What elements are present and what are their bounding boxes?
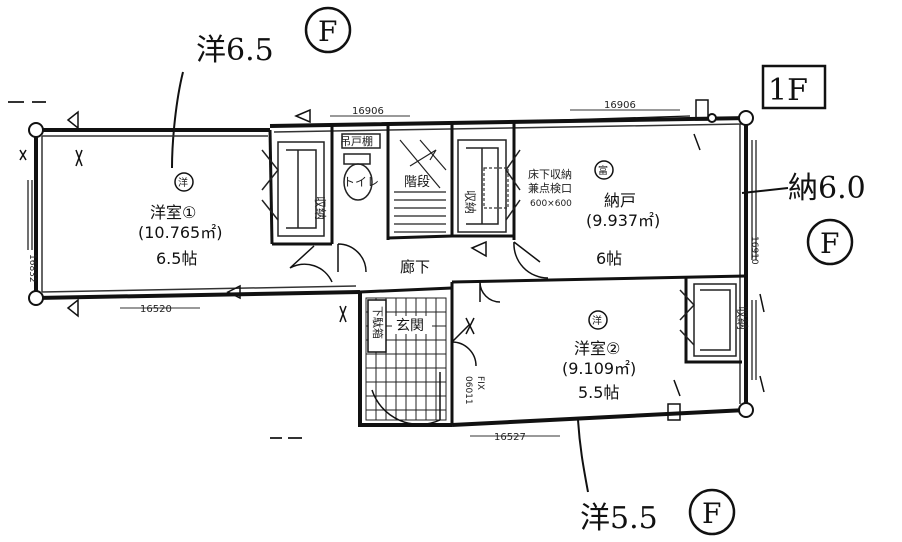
- toilet-fixture: [341, 133, 381, 201]
- toilet-label: トイレ: [343, 175, 379, 189]
- closet-left: [261, 141, 325, 237]
- underfloor-note-1: 床下収納: [528, 167, 572, 181]
- circle-f-mark-right: [806, 218, 854, 266]
- room-western1-area: (10.765㎡): [138, 223, 222, 242]
- annotation-western-6-5: 洋6.5: [196, 33, 274, 68]
- shoe-box: [367, 299, 387, 353]
- room-code-3: 洋: [592, 314, 602, 327]
- closet-right: [457, 139, 521, 233]
- corridor-label: 廊下: [400, 258, 430, 276]
- annotation-leader-bottom: [577, 419, 589, 493]
- circle-f-letter-top: F: [318, 15, 337, 48]
- dash-marks: [8, 101, 302, 439]
- annotation-leader-right: [741, 187, 789, 194]
- closet-label-3: 収納: [735, 306, 749, 330]
- room-code-circle-1: [174, 172, 194, 192]
- room-western1-size: 6.5帖: [156, 249, 197, 268]
- dim-left-side: 16832: [27, 254, 37, 283]
- fix-dim: 06011: [463, 376, 473, 405]
- underfloor-hatch: [483, 167, 509, 209]
- fix-label: FIX: [475, 376, 485, 390]
- room-code-2: 富: [598, 164, 608, 177]
- stairs: [394, 139, 447, 233]
- entrance-label-bg: [392, 316, 432, 334]
- room-code-1: 洋: [178, 176, 188, 189]
- floor-label: 1F: [768, 73, 808, 108]
- annotation-western-5-5: 洋5.5: [580, 501, 658, 536]
- dim-right-side: 16910: [749, 236, 759, 265]
- underfloor-note-2: 兼点検口: [528, 181, 572, 195]
- annotation-storage-6-0: 納6.0: [788, 171, 866, 206]
- closet-label-2: 収納: [463, 190, 477, 214]
- room-code-circle-3: [588, 310, 608, 330]
- room-western1-name: 洋室①: [150, 203, 196, 222]
- dim-bottom-right: 16527: [494, 432, 526, 443]
- room-code-circle-2: [594, 160, 614, 180]
- room-western2-area: (9.109㎡): [562, 359, 636, 378]
- room-storage-area: (9.937㎡): [586, 211, 660, 230]
- corner-columns: [28, 110, 754, 418]
- dimension-lines: [120, 109, 680, 437]
- entrance-label: 玄関: [396, 317, 424, 334]
- circle-f-letter-right: F: [820, 227, 839, 260]
- stairs-label: 階段: [404, 175, 430, 190]
- dim-bottom-left: 16520: [140, 304, 172, 315]
- circle-f-mark-top: [304, 6, 352, 54]
- room-storage-size: 6帖: [596, 249, 622, 268]
- entrance-tiles: [365, 297, 447, 421]
- annotation-leader-top: [171, 71, 184, 169]
- dim-top-center: 16906: [352, 106, 384, 117]
- closet-storage-room: [679, 283, 737, 357]
- room-western2-name: 洋室②: [574, 339, 620, 358]
- windows: [27, 115, 757, 380]
- room-western2-size: 5.5帖: [578, 383, 619, 402]
- room-storage-name: 納戸: [604, 191, 636, 210]
- shoe-box-label: 下駄箱: [371, 306, 385, 339]
- wall-thickness: [41, 123, 743, 404]
- floor-label-box: [761, 64, 827, 110]
- underfloor-note-3: 600×600: [530, 199, 572, 209]
- grid-posts: [667, 99, 709, 421]
- dim-top-right: 16906: [604, 100, 636, 111]
- doors: [289, 241, 549, 426]
- cabinet-label: 吊戸棚: [340, 134, 373, 148]
- closet-label-1: 収納: [313, 196, 327, 220]
- exterior-walls: [34, 116, 751, 427]
- circle-f-letter-bottom: F: [702, 497, 721, 530]
- circle-f-mark-bottom: [688, 488, 736, 536]
- markers: [19, 108, 765, 397]
